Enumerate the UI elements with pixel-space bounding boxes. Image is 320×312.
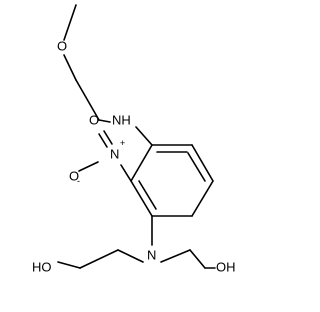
bond-nh-ring [135, 126, 153, 146]
nitro-n-label: N [110, 146, 119, 161]
bond-nitro-o-single [78, 161, 99, 172]
bond-left-ch2-ch2 [79, 249, 119, 269]
bond-ring-nitro [120, 164, 132, 182]
nitro-o-double-label: O [89, 112, 99, 127]
ring-bond-2 [130, 180, 153, 217]
hydroxyl-right-label: OH [216, 259, 236, 274]
nitro-o-charge: - [77, 176, 80, 186]
ring-double-bond-b [187, 152, 206, 182]
methoxy-oxygen-label: O [57, 38, 67, 53]
structure-diagram: O NH N + O O - N HO OH [32, 4, 236, 274]
nitro-n-charge: + [120, 138, 125, 148]
ring-bond-1 [130, 144, 153, 182]
bond-nitro-o-double-2 [98, 133, 108, 148]
bond-ch2-nh [98, 119, 111, 123]
bond-left-ch2-oh [57, 261, 81, 269]
bond-ch2-ch2 [75, 79, 100, 121]
bond-oxygen-ch2 [63, 54, 77, 81]
amine-nh-label: NH [112, 112, 131, 127]
ring-bond-4 [191, 180, 214, 217]
bond-n-left-ch2 [117, 249, 144, 263]
bond-right-ch2-ch2 [189, 249, 206, 269]
ring-double-bond-a [138, 180, 157, 210]
bond-n-right-ch2 [160, 249, 191, 263]
tertiary-amine-n-label: N [147, 247, 156, 262]
bond-nitro-o-double-1 [103, 130, 113, 145]
ring-bond-5 [191, 144, 214, 182]
bond-methyl-oxygen [63, 4, 77, 41]
nitro-o-single-label: O [69, 168, 79, 183]
hydroxyl-left-label: HO [32, 259, 52, 274]
